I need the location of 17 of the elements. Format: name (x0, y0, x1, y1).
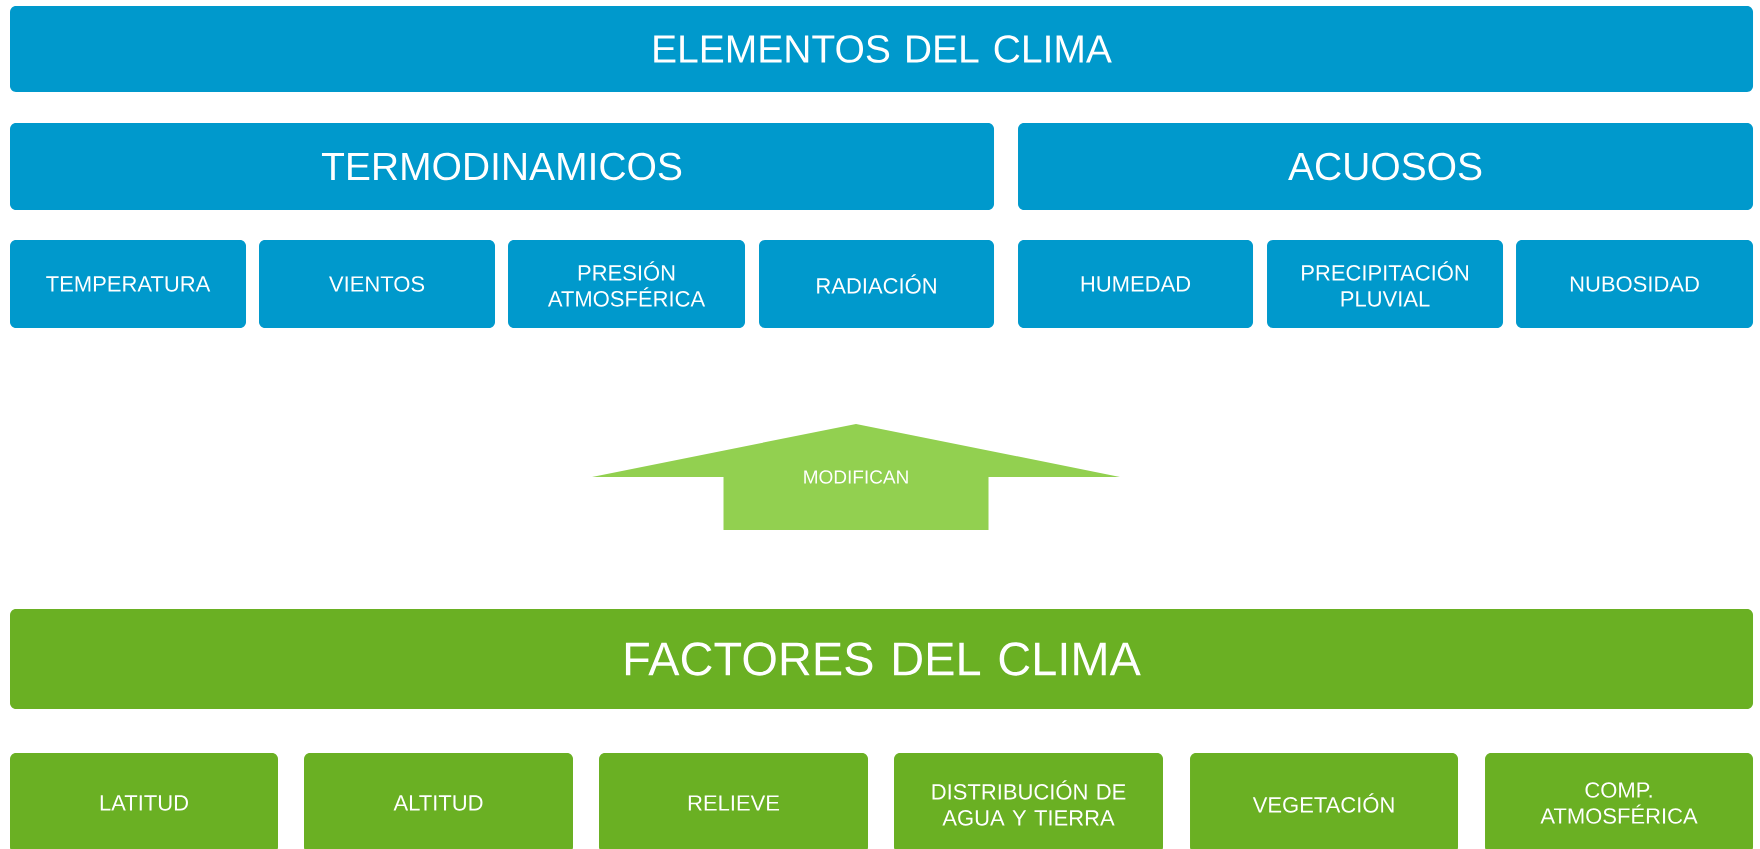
element-box: VIENTOS (259, 240, 495, 328)
category-bar: ACUOSOS (1018, 123, 1753, 210)
category-bar: TERMODINAMICOS (10, 123, 994, 210)
element-box: HUMEDAD (1018, 240, 1253, 328)
element-box: RADIACIÓN (759, 240, 994, 328)
factor-box: COMP. ATMOSFÉRICA (1485, 753, 1753, 849)
factor-box: RELIEVE (599, 753, 868, 849)
factor-box: VEGETACIÓN (1190, 753, 1458, 849)
element-box: TEMPERATURA (10, 240, 246, 328)
factor-box: DISTRIBUCIÓN DE AGUA Y TIERRA (894, 753, 1163, 849)
element-box: NUBOSIDAD (1516, 240, 1753, 328)
title-bar: ELEMENTOS DEL CLIMA (10, 6, 1753, 92)
element-box: PRECIPITACIÓN PLUVIAL (1267, 240, 1503, 328)
factor-box: LATITUD (10, 753, 278, 849)
factor-box: ALTITUD (304, 753, 573, 849)
title-bar: FACTORES DEL CLIMA (10, 609, 1753, 709)
element-box: PRESIÓN ATMOSFÉRICA (508, 240, 745, 328)
